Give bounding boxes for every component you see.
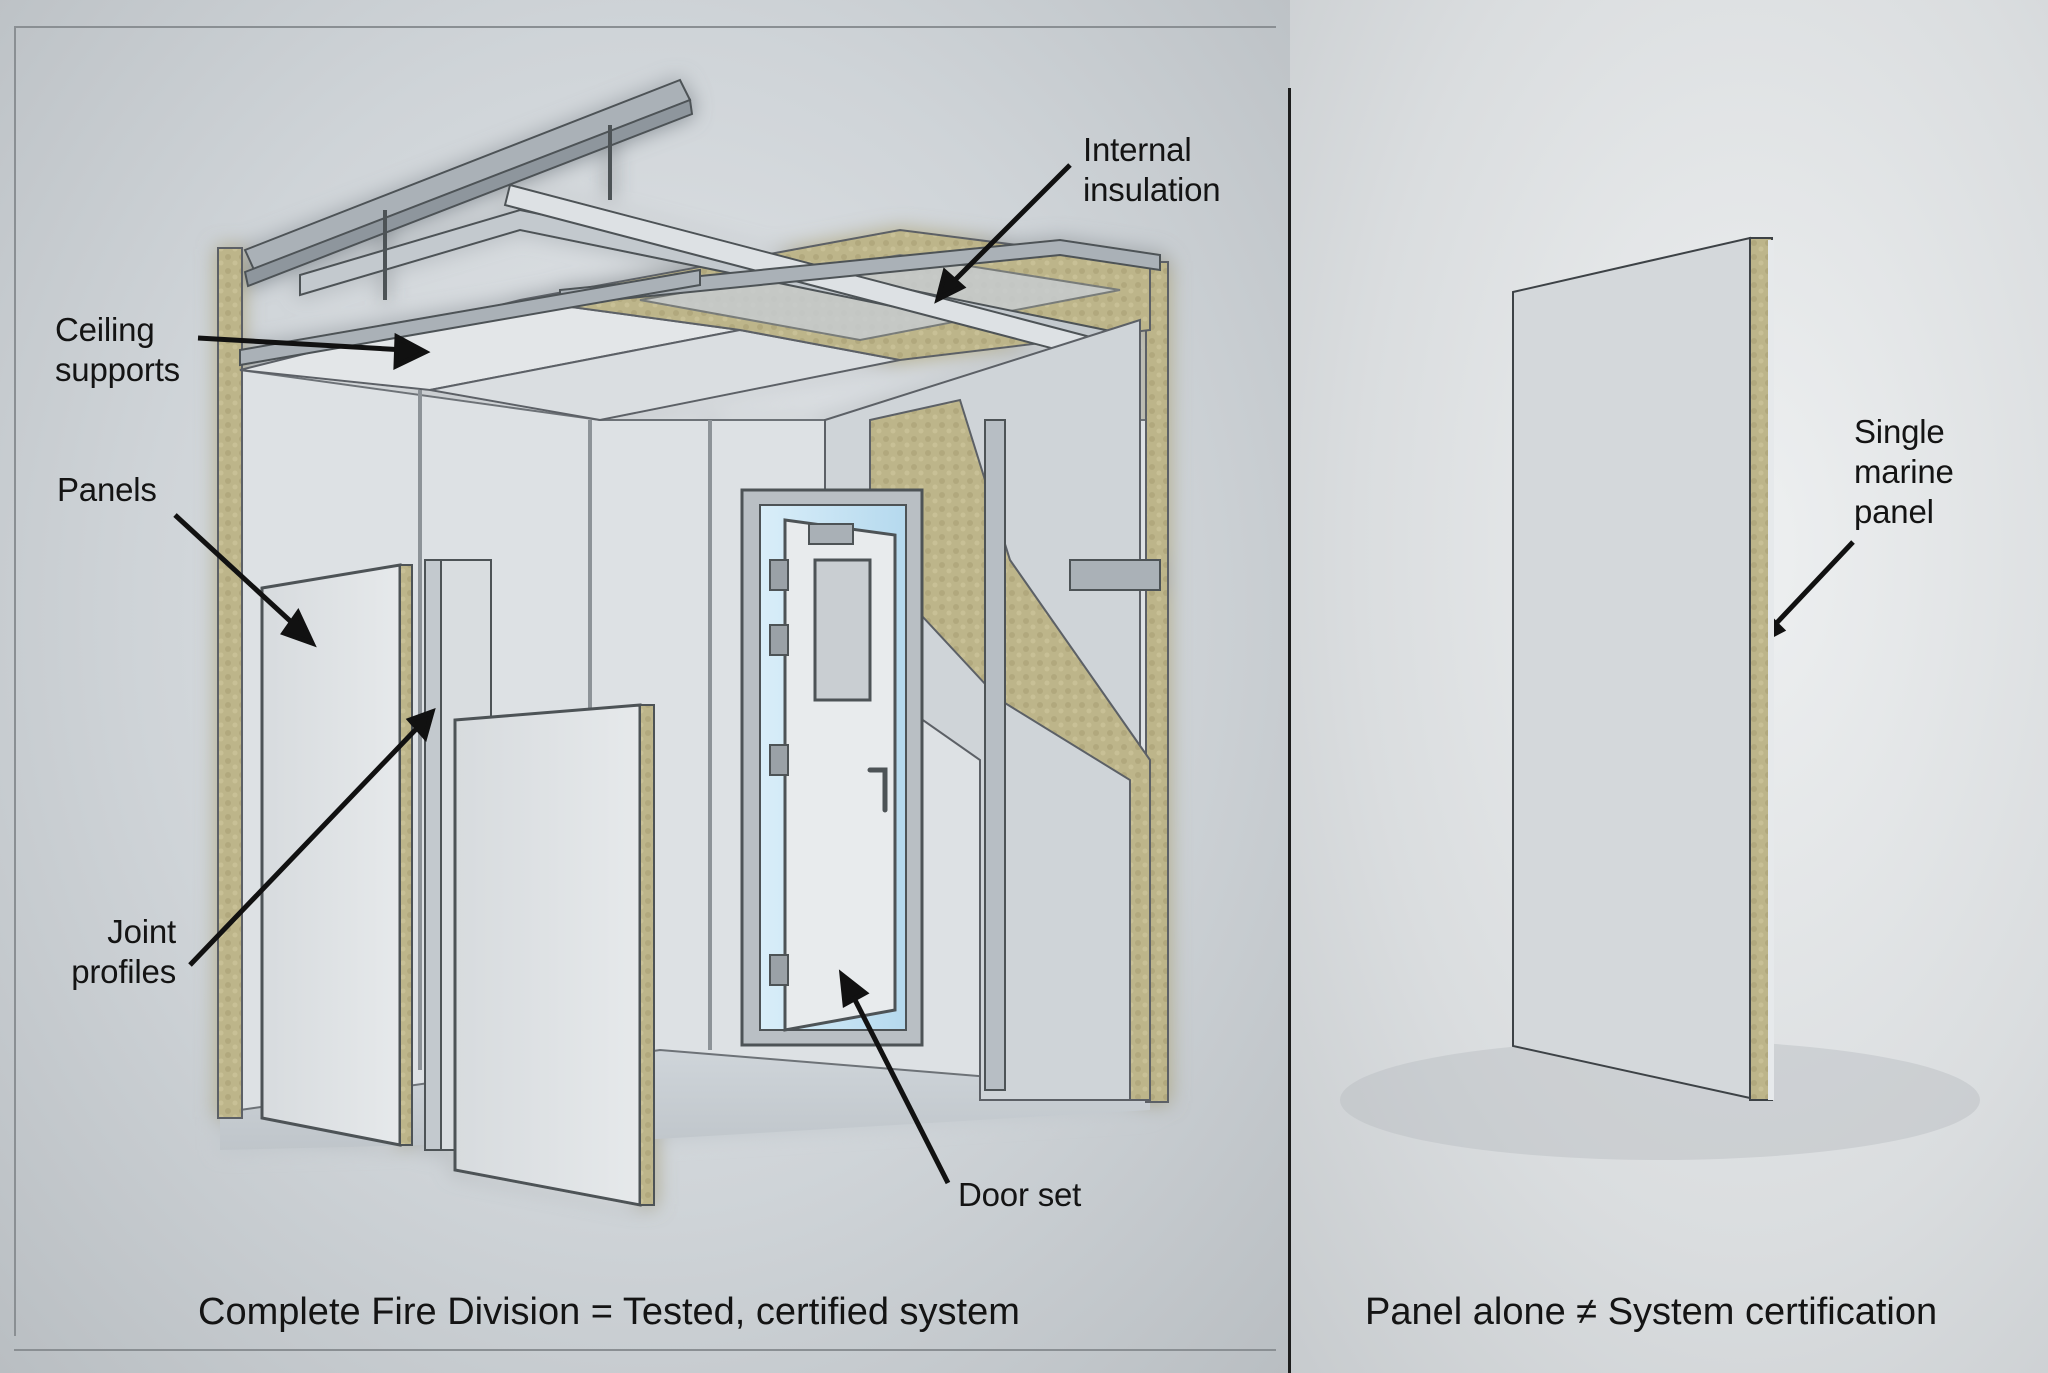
label-single-marine-panel: Single marine panel xyxy=(1854,413,1954,530)
frame-line-bottom xyxy=(14,1349,1276,1351)
ceiling-supports xyxy=(239,78,1161,372)
label-joint-profiles: Joint profiles xyxy=(71,913,176,990)
loose-panel-1 xyxy=(260,563,402,1147)
loose-panel-2 xyxy=(453,703,642,1207)
pane-divider xyxy=(1288,88,1291,1373)
label-internal-insulation: Internal insulation xyxy=(1083,131,1221,208)
caption-panel-alone: Panel alone ≠ System certification xyxy=(1365,1291,1938,1333)
caption-complete-system: Complete Fire Division = Tested, certifi… xyxy=(198,1291,1020,1333)
left-wall-edge xyxy=(217,247,243,1119)
label-panels: Panels xyxy=(57,471,157,508)
frame-line-top xyxy=(14,26,1276,28)
frame-line-left xyxy=(14,26,16,1336)
door-set xyxy=(740,488,924,1047)
single-panel-face xyxy=(1512,236,1751,1100)
label-ceiling-supports: Ceiling supports xyxy=(55,311,180,388)
label-door-set: Door set xyxy=(958,1176,1082,1213)
room-assembly xyxy=(217,78,1169,1207)
single-panel-drawing xyxy=(1340,236,1980,1160)
